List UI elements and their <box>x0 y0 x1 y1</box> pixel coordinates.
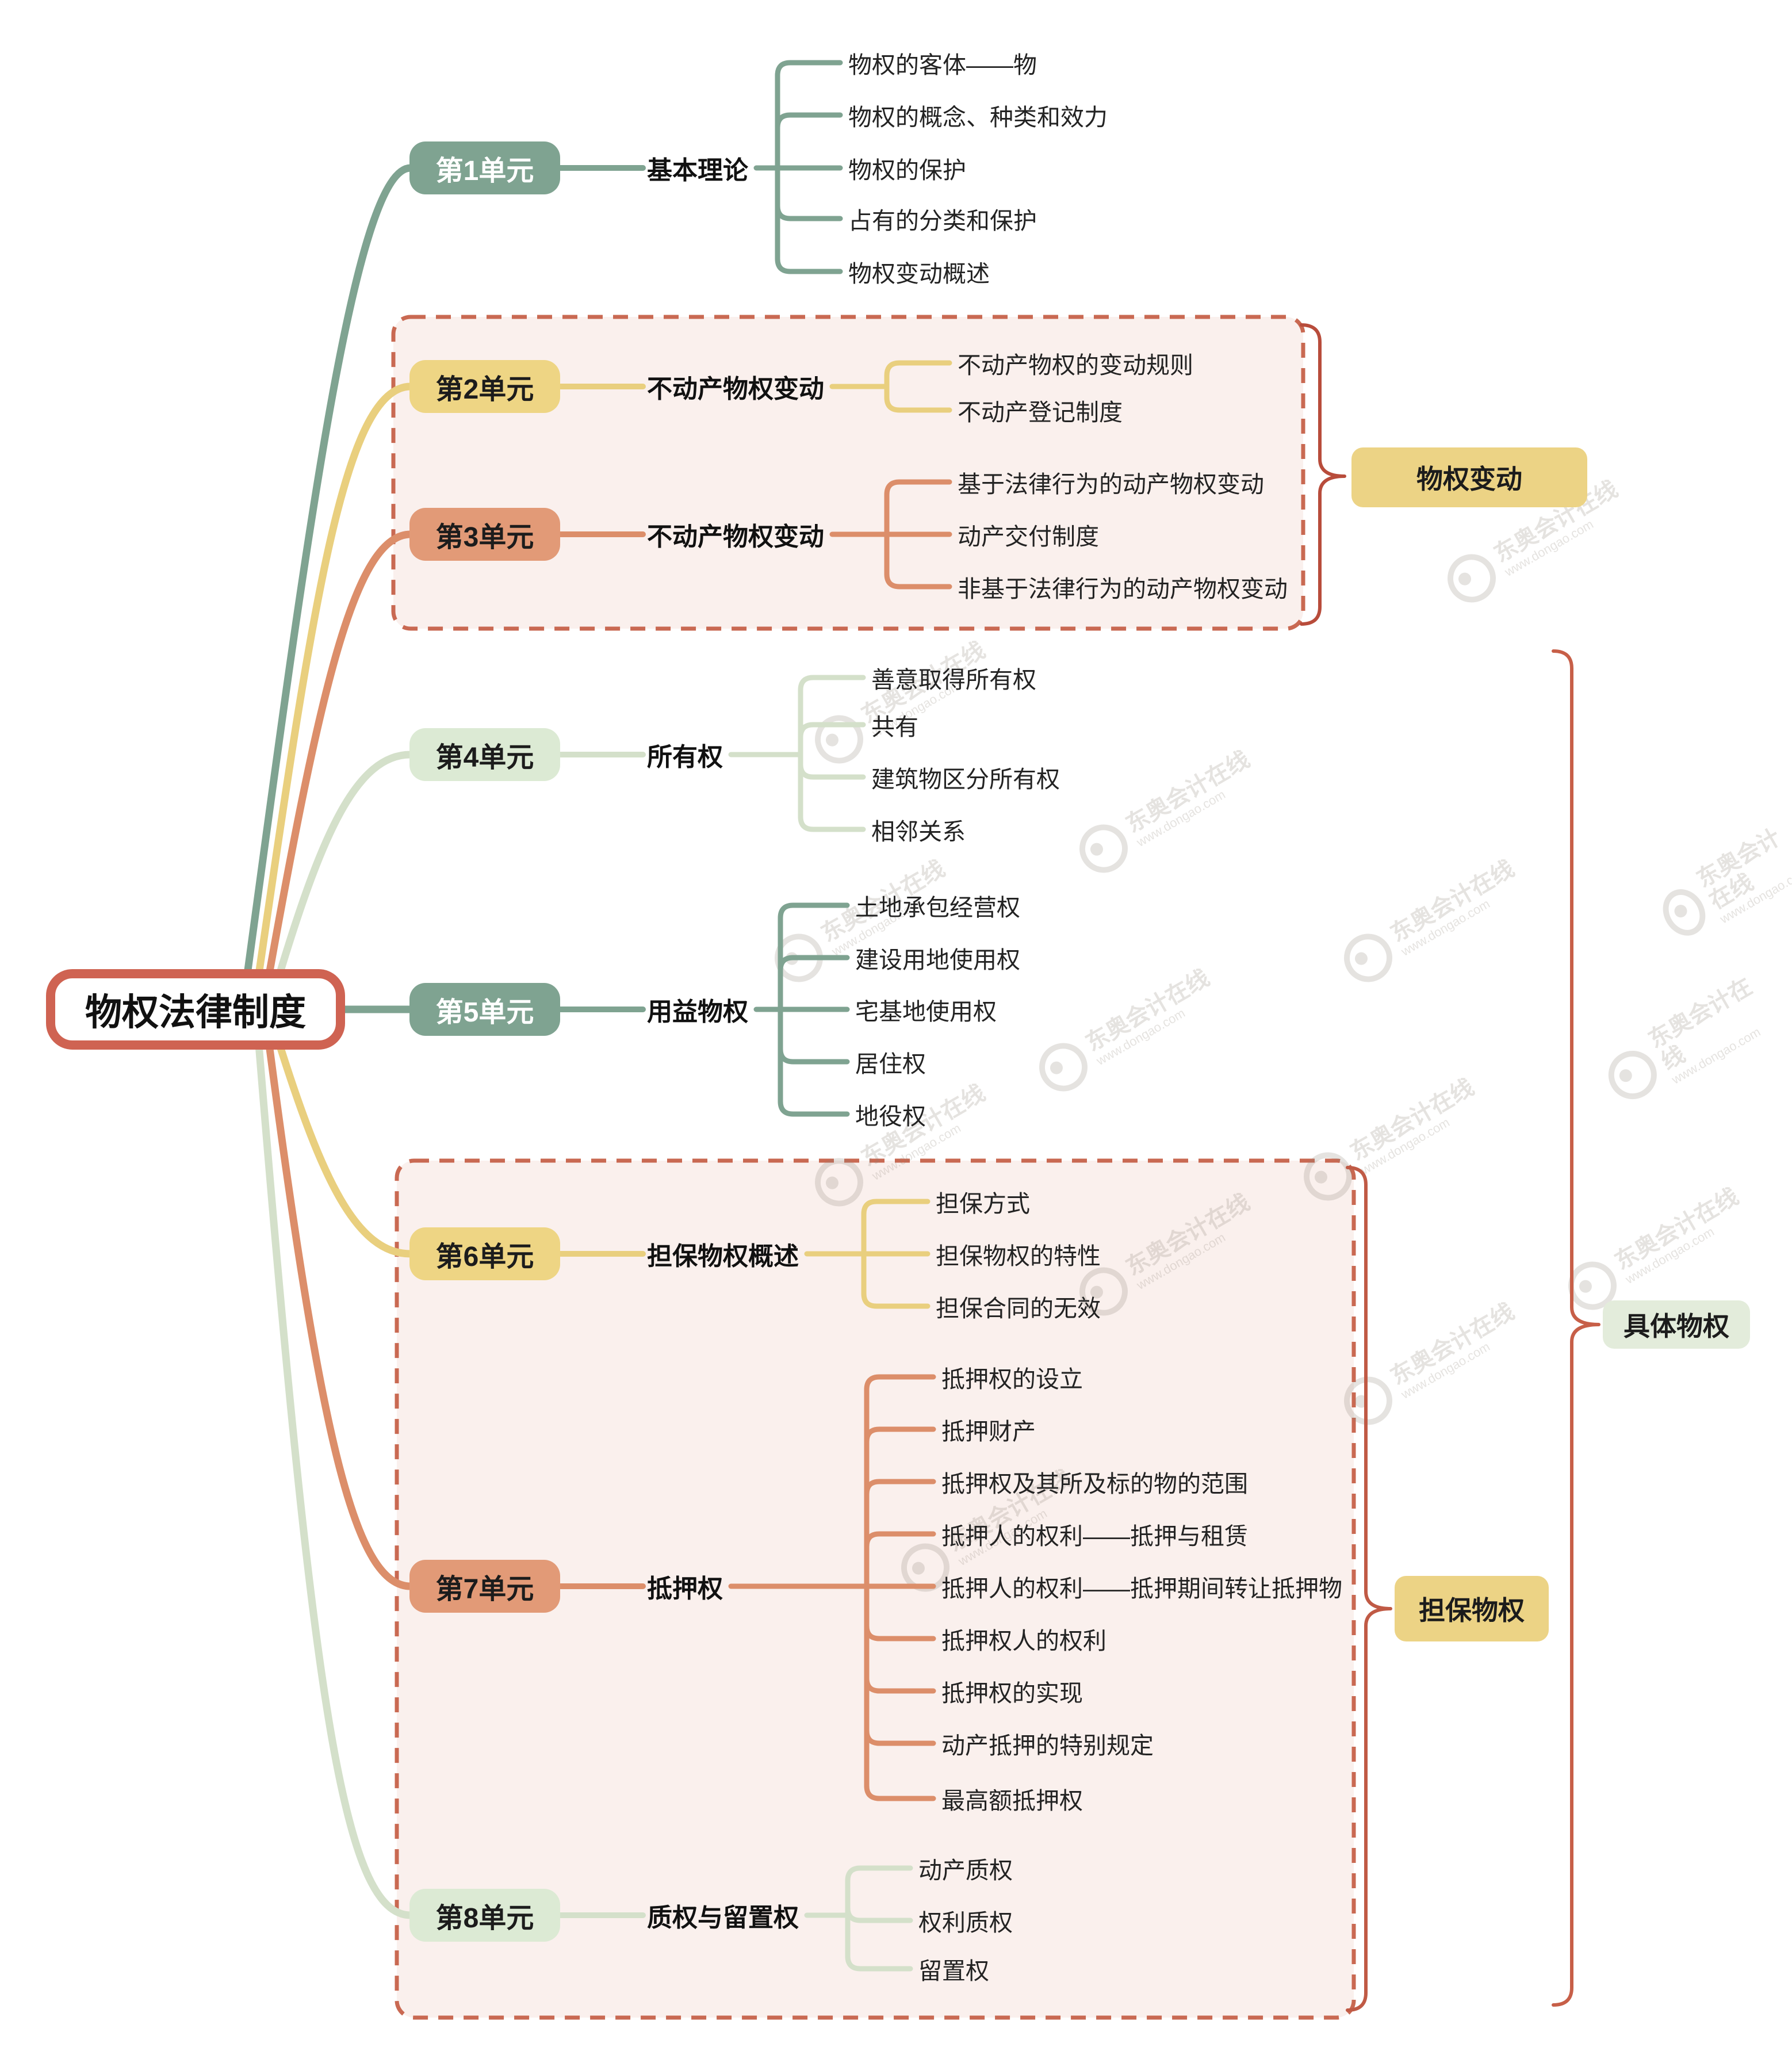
group-box-security-interest <box>395 1158 1356 2020</box>
unit7-child: 抵押权的设立 <box>941 1366 1083 1392</box>
unit7-child: 抵押权及其所及标的物的范围 <box>941 1471 1248 1497</box>
unit7-child: 抵押财产 <box>941 1418 1036 1445</box>
root-topic: 物权法律制度 <box>46 969 345 1050</box>
unit5-child: 土地承包经营权 <box>855 894 1020 921</box>
unit4-child: 共有 <box>871 714 918 740</box>
unit3-child: 基于法律行为的动产物权变动 <box>958 471 1264 498</box>
root-branch-curves <box>243 164 415 1919</box>
unit3-badge: 第3单元 <box>409 508 560 561</box>
unit2-badge: 第2单元 <box>409 360 560 413</box>
unit1-child: 物权变动概述 <box>848 261 990 287</box>
badge-topic-lines <box>556 165 646 1918</box>
unit1-topic: 基本理论 <box>647 156 748 185</box>
unit5-child: 居住权 <box>855 1051 926 1077</box>
unit4-topic: 所有权 <box>647 743 723 771</box>
brace-security-interest <box>1346 1166 1392 2012</box>
connector-root-unit8 <box>255 1040 415 1919</box>
topic-spine-lines <box>728 165 890 1918</box>
group-label-security-interest: 担保物权 <box>1395 1576 1549 1641</box>
unit2-child: 不动产登记制度 <box>958 399 1123 426</box>
connector-root-unit6 <box>275 1040 415 1258</box>
connector-root-unit7 <box>265 1040 415 1590</box>
unit5-topic: 用益物权 <box>647 998 748 1026</box>
unit7-topic: 抵押权 <box>647 1575 723 1603</box>
unit5-child: 建设用地使用权 <box>855 947 1020 973</box>
unit7-child: 最高额抵押权 <box>941 1788 1083 1814</box>
unit1-child: 物权的概念、种类和效力 <box>848 104 1108 131</box>
connector-root-unit4 <box>275 751 415 978</box>
unit7-child: 抵押人的权利——抵押期间转让抵押物 <box>941 1575 1342 1602</box>
group-label-concrete-rights: 具体物权 <box>1603 1300 1750 1349</box>
brace-concrete-rights <box>1552 649 1600 2007</box>
unit5-badge: 第5单元 <box>409 983 560 1036</box>
unit8-child-connectors <box>845 1865 913 1972</box>
unit2-child: 不动产物权的变动规则 <box>958 352 1193 378</box>
unit7-child-connectors <box>864 1374 936 1801</box>
unit5-child: 地役权 <box>855 1103 926 1130</box>
unit6-badge: 第6单元 <box>409 1227 560 1280</box>
unit4-child: 建筑物区分所有权 <box>871 766 1060 793</box>
group-label-property-change: 物权变动 <box>1351 447 1587 507</box>
unit1-child: 物权的客体——物 <box>848 52 1037 78</box>
connector-root-unit2 <box>255 382 415 978</box>
unit6-child: 担保合同的无效 <box>936 1295 1101 1322</box>
unit3-child: 非基于法律行为的动产物权变动 <box>958 576 1288 602</box>
unit4-child: 相邻关系 <box>871 818 966 845</box>
unit2-child-connectors <box>884 360 952 413</box>
unit7-child: 抵押人的权利——抵押与租赁 <box>941 1523 1248 1549</box>
unit3-child: 动产交付制度 <box>958 523 1099 550</box>
unit5-child-connectors <box>778 902 850 1117</box>
unit1-child: 占有的分类和保护 <box>848 208 1037 234</box>
unit6-topic: 担保物权概述 <box>647 1242 799 1270</box>
unit8-topic: 质权与留置权 <box>647 1904 799 1932</box>
unit2-topic: 不动产物权变动 <box>647 375 824 403</box>
connector-root-unit3 <box>265 530 415 978</box>
group-box-property-change <box>391 315 1305 631</box>
unit7-child: 动产抵押的特别规定 <box>941 1732 1154 1759</box>
unit7-badge: 第7单元 <box>409 1560 560 1613</box>
unit4-child-connectors <box>798 675 866 832</box>
unit4-badge: 第4单元 <box>409 728 560 781</box>
unit8-child: 权利质权 <box>918 1909 1013 1936</box>
unit6-child: 担保方式 <box>936 1191 1030 1217</box>
unit6-child: 担保物权的特性 <box>936 1243 1101 1269</box>
unit7-child: 抵押权的实现 <box>941 1680 1083 1706</box>
unit6-child-connectors <box>861 1199 931 1309</box>
unit4-child: 善意取得所有权 <box>871 667 1036 693</box>
unit5-child: 宅基地使用权 <box>855 998 997 1025</box>
connector-root-unit1 <box>243 164 415 978</box>
unit1-badge: 第1单元 <box>409 141 560 194</box>
unit8-child: 留置权 <box>918 1958 989 1984</box>
unit1-child: 物权的保护 <box>848 157 966 183</box>
unit8-child: 动产质权 <box>918 1857 1013 1884</box>
unit7-child: 抵押权人的权利 <box>941 1628 1106 1654</box>
unit1-child-connectors <box>775 60 843 274</box>
brace-property-change <box>1300 323 1346 626</box>
unit8-badge: 第8单元 <box>409 1889 560 1942</box>
unit3-child-connectors <box>884 479 952 590</box>
unit3-topic: 不动产物权变动 <box>647 523 824 551</box>
